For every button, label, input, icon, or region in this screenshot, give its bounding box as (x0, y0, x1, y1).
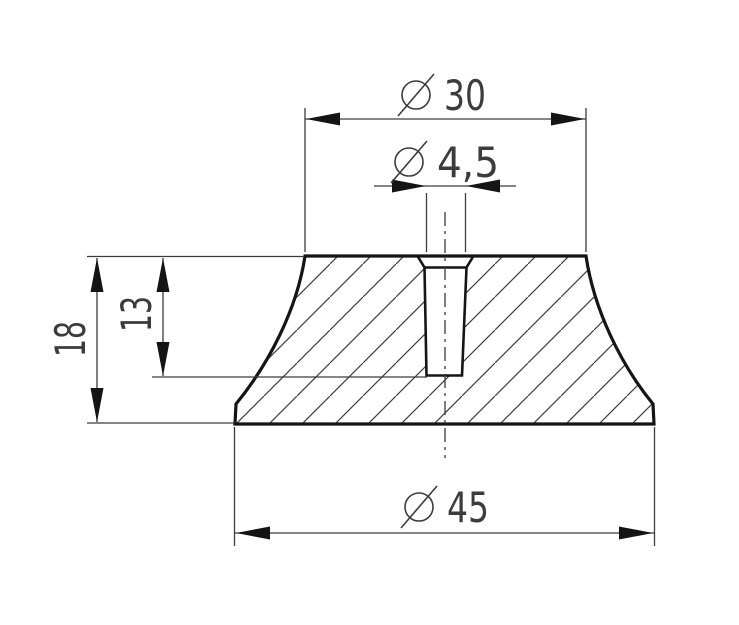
dim-value: 4,5 (437, 138, 499, 187)
arrowhead-down-icon (156, 342, 170, 376)
dim-value: 13 (112, 296, 161, 332)
arrowhead-up-icon (156, 258, 170, 292)
dim-hole-depth: 13 (112, 258, 427, 378)
arrowhead-right-icon (466, 179, 500, 193)
dim-base-diameter: 45 (233, 427, 656, 546)
part-outline (233, 254, 656, 426)
dim-top-diameter: 30 (304, 71, 587, 252)
part-cross-section (233, 254, 656, 426)
arrowhead-right-icon (619, 526, 653, 540)
arrowhead-left-icon (306, 112, 340, 126)
dim-label-base-diameter: 45 (400, 483, 489, 532)
dim-label-top-diameter: 30 (397, 71, 486, 120)
dim-value: 30 (444, 71, 486, 120)
dim-overall-height: 18 (46, 255, 304, 424)
arrowhead-up-icon (90, 258, 104, 292)
arrowhead-left-icon (236, 526, 270, 540)
dim-hole-diameter: 4,5 (374, 138, 516, 252)
dim-value: 45 (447, 483, 489, 532)
arrowhead-right-icon (551, 112, 585, 126)
diameter-symbol-icon (400, 485, 438, 529)
arrowhead-left-icon (392, 179, 426, 193)
diameter-symbol-icon (390, 140, 428, 184)
dim-label-hole-diameter: 4,5 (390, 138, 499, 187)
hole-outline (416, 255, 475, 377)
dim-value: 18 (46, 321, 95, 357)
diameter-symbol-icon (397, 73, 435, 117)
arrowhead-down-icon (90, 388, 104, 422)
section-hatching (235, 256, 654, 424)
